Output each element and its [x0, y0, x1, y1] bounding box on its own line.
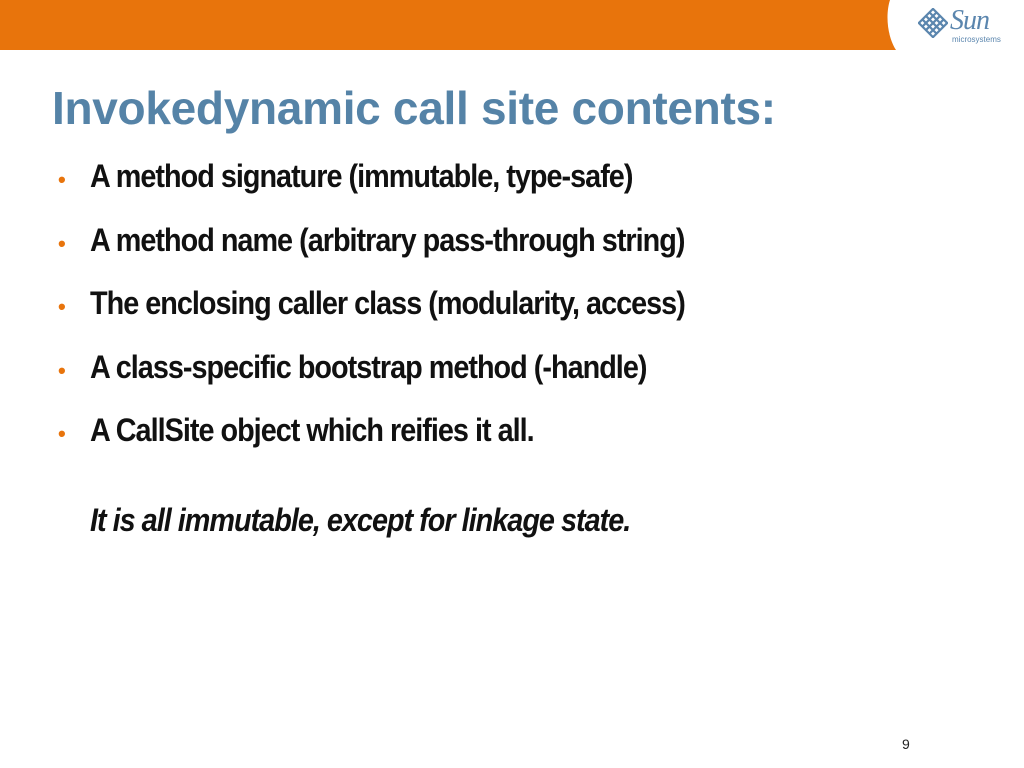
- bullet-text: A method name (arbitrary pass-through st…: [90, 221, 685, 258]
- bullet-text: The enclosing caller class (modularity, …: [90, 285, 686, 321]
- header-bar: [0, 0, 896, 50]
- page-number: 9: [902, 736, 910, 752]
- sun-microsystems-logo: Sun microsystems: [918, 6, 1010, 46]
- bullet-item: • A CallSite object which reifies it all…: [58, 412, 978, 476]
- bullet-marker-icon: •: [58, 421, 66, 446]
- bullet-text: A CallSite object which reifies it all.: [90, 412, 535, 448]
- bullet-marker-icon: •: [58, 167, 66, 192]
- bullet-marker-icon: •: [58, 357, 66, 383]
- bullet-marker-icon: •: [58, 230, 66, 256]
- logo-wordmark: Sun: [950, 5, 990, 36]
- bullet-item: • The enclosing caller class (modularity…: [58, 285, 978, 349]
- bullet-item: • A method name (arbitrary pass-through …: [58, 222, 978, 286]
- bullet-text: A method signature (immutable, type-safe…: [90, 158, 633, 194]
- emphasis-note: It is all immutable, except for linkage …: [90, 502, 631, 538]
- bullet-item: • A class-specific bootstrap method (-ha…: [58, 349, 978, 413]
- logo-subtext: microsystems: [952, 35, 1001, 44]
- bullet-item: • A method signature (immutable, type-sa…: [58, 158, 978, 222]
- bullet-marker-icon: •: [58, 294, 66, 319]
- slide-title: Invokedynamic call site contents:: [52, 82, 776, 134]
- bullet-list: • A method signature (immutable, type-sa…: [58, 158, 978, 476]
- sun-logo-icon: [918, 8, 948, 38]
- bullet-text: A class-specific bootstrap method (-hand…: [90, 348, 647, 385]
